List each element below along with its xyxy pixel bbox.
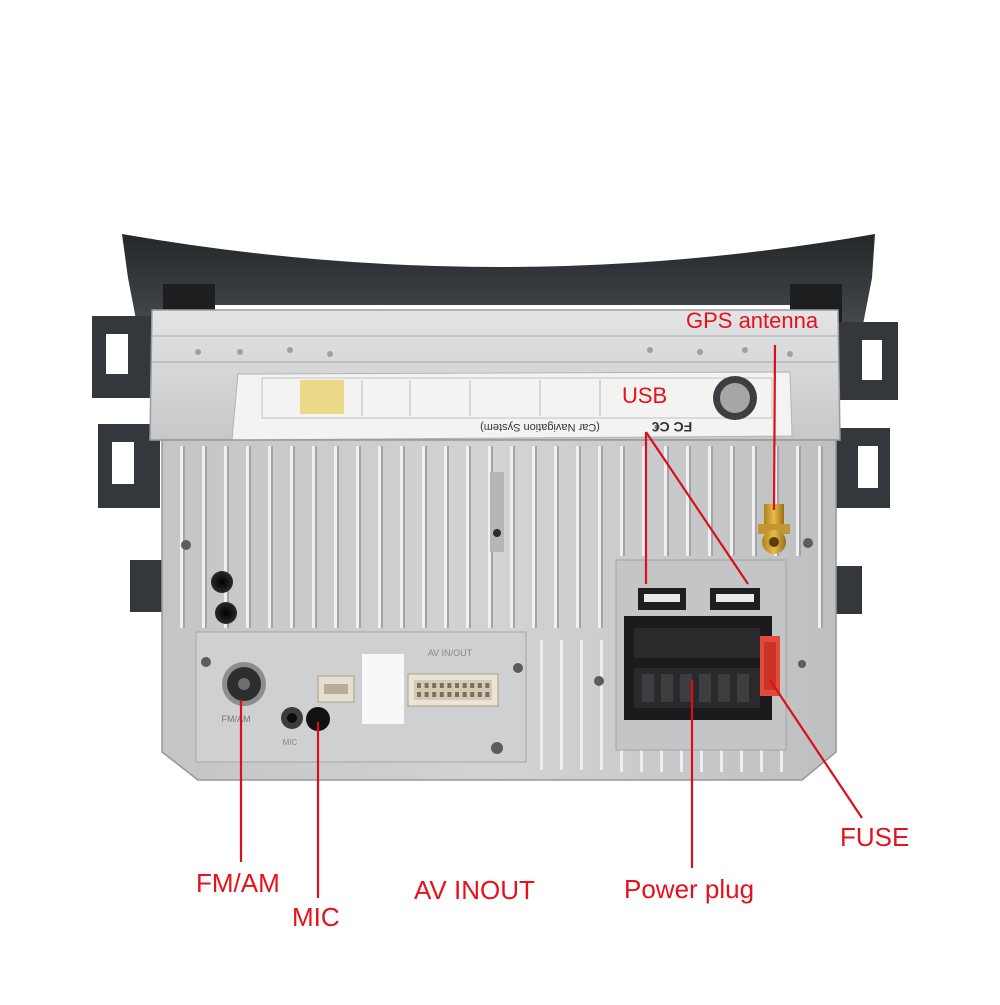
- callout-lines: [239, 344, 863, 898]
- fm-am-port-mark: FM/AM: [222, 714, 251, 724]
- usb-port-1: [638, 588, 686, 610]
- usb-callout: USB: [622, 383, 668, 408]
- label-sticker: [231, 371, 793, 441]
- fm-am-callout: FM/AM: [196, 868, 280, 898]
- fuse-callout-line: [769, 679, 863, 819]
- mic-callout: MIC: [292, 902, 340, 932]
- fuse: [760, 636, 780, 696]
- jack-hole-2: [215, 602, 237, 624]
- power-plug-callout: Power plug: [624, 874, 755, 904]
- av-port-mark: AV IN/OUT: [428, 648, 473, 658]
- small-connector: [317, 675, 355, 703]
- fuse-callout: FUSE: [840, 822, 910, 852]
- av-connector: [407, 673, 499, 707]
- label-sticker-title: (Car Navigation System): [480, 421, 600, 433]
- jack-hole-1: [211, 571, 233, 593]
- fm-am-socket: [222, 662, 266, 706]
- label-sticker-ce-mark: FC C€: [652, 419, 693, 435]
- gps-callout-line: [772, 344, 777, 511]
- mic-port-mark: MIC: [283, 738, 298, 747]
- white-sticker: [362, 654, 404, 724]
- power-connector: [624, 616, 772, 720]
- usb-callout-line-2: [645, 431, 749, 585]
- heatsink-fins: [180, 446, 823, 772]
- av-inout-callout: AV INOUT: [414, 875, 535, 905]
- usb-port-2: [710, 588, 760, 610]
- front-bezel: [122, 234, 875, 340]
- mic-jack: [306, 707, 330, 731]
- gps-antenna-connector: [758, 504, 790, 554]
- gps-antenna-callout: GPS antenna: [686, 308, 819, 333]
